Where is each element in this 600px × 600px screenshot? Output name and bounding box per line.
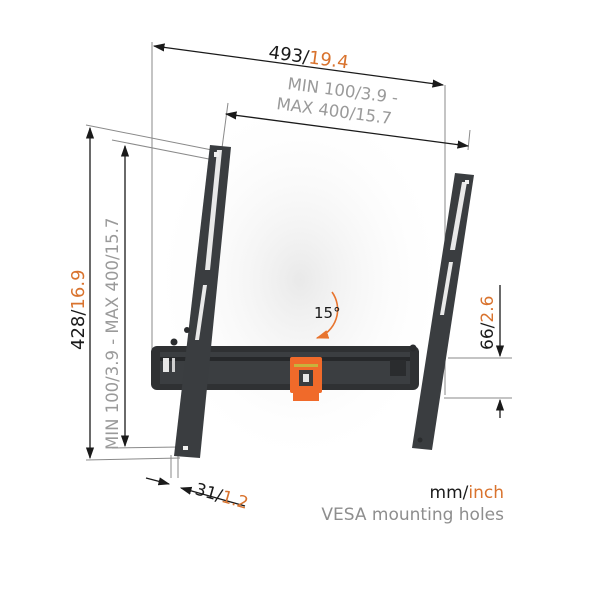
units-line: mm/inch — [321, 482, 504, 504]
units-legend: mm/inch VESA mounting holes — [321, 482, 504, 526]
total-height-label: 428/16.9 — [68, 269, 89, 350]
tilt-arrow-icon — [315, 291, 339, 339]
dimension-lines — [85, 43, 505, 507]
right-bracket-arm — [409, 173, 474, 450]
unit-separator: / — [462, 483, 469, 503]
unit-mm: mm — [429, 483, 463, 503]
vertical-adjust-label: 66/2.6 — [478, 296, 498, 350]
vesa-width-dimension-line — [224, 111, 470, 149]
unit-inch: inch — [468, 483, 504, 503]
tilt-lock — [290, 357, 322, 401]
depth-line-right — [179, 486, 246, 507]
left-bracket-arm — [170, 145, 231, 458]
depth-line-left — [145, 477, 171, 486]
vesa-holes-label: VESA mounting holes — [321, 505, 504, 525]
width-dimension-line — [152, 43, 445, 88]
total-width-label: 493/19.4 — [267, 42, 350, 73]
tilt-angle-label: 15° — [314, 304, 341, 322]
vesa-height-label: MIN 100/3.9 - MAX 400/15.7 — [103, 218, 122, 450]
depth-label: 31/1.2 — [193, 480, 251, 514]
